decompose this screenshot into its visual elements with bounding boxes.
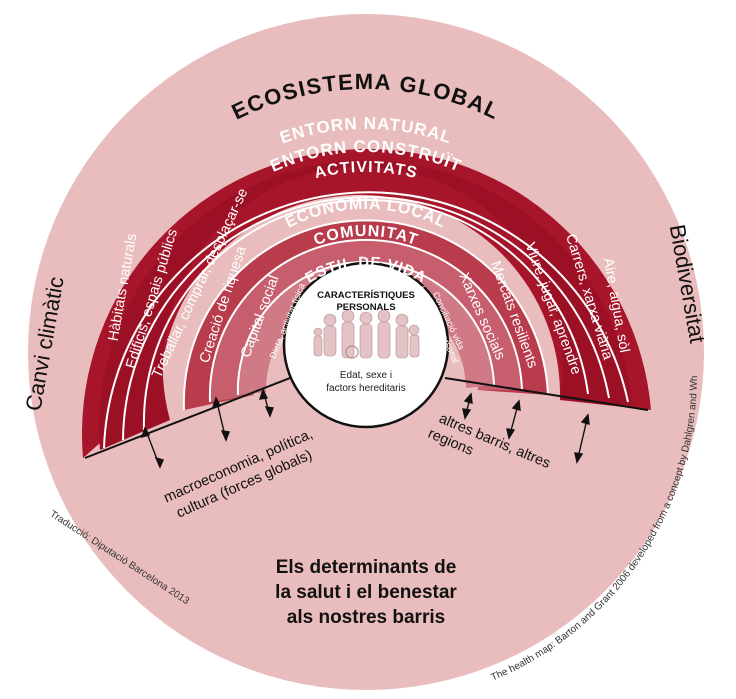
- center-sub-line-1: Edat, sexe i: [340, 370, 392, 381]
- caption-line-1: Els determinants de: [276, 557, 457, 578]
- ring-economia-band: [183, 220, 549, 410]
- caption-line-3: als nostres barris: [287, 607, 445, 628]
- influence-arrows: [140, 388, 590, 469]
- ring-spoke-band: [99, 160, 632, 450]
- people-silhouettes-icon: [313, 309, 420, 359]
- caption-line-2: la salut i el benestar: [275, 582, 457, 603]
- ring-comunitat-band: [209, 239, 523, 402]
- center-sub-line-2: factors hereditaris: [326, 383, 405, 394]
- center-title-line-2: PERSONALS: [336, 302, 395, 313]
- half-disc-baseline: [84, 377, 649, 459]
- center-title-line-1: CARACTERÍSTIQUES: [317, 290, 415, 301]
